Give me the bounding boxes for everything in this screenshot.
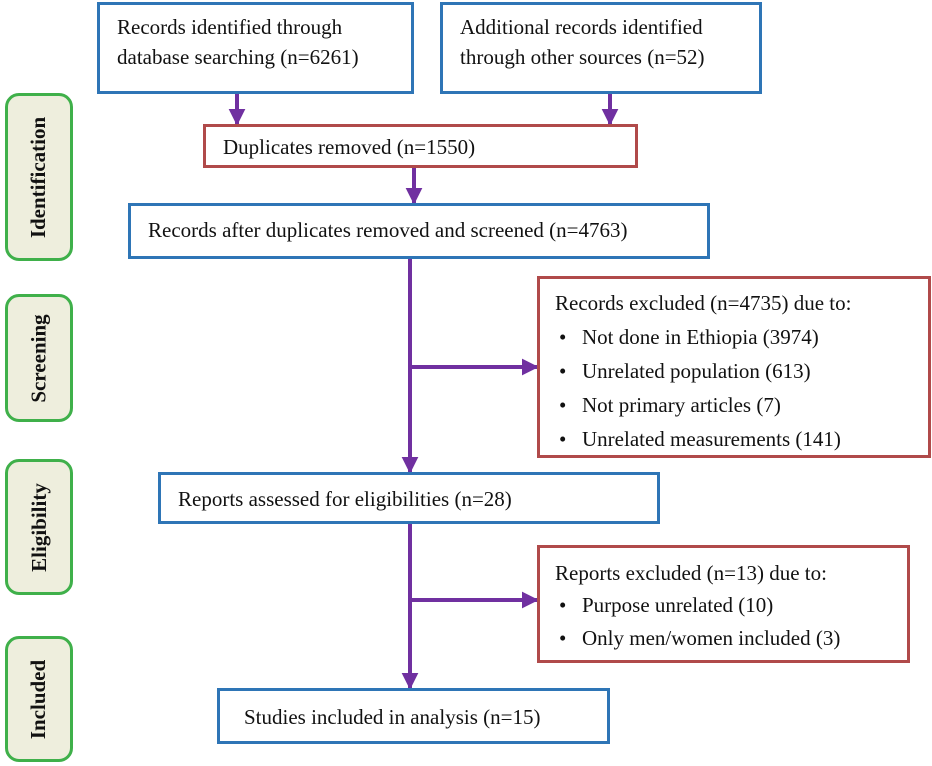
- list-item: Unrelated population (613): [555, 356, 928, 386]
- list-item: Unrelated measurements (141): [555, 424, 928, 454]
- stage-screening: Screening: [5, 294, 73, 422]
- records-excluded-list: Not done in Ethiopia (3974) Unrelated po…: [555, 322, 928, 454]
- list-item: Not done in Ethiopia (3974): [555, 322, 928, 352]
- studies-included-text: Studies included in analysis (n=15): [244, 705, 541, 729]
- box-reports-excluded: Reports excluded (n=13) due to: Purpose …: [537, 545, 910, 663]
- reports-excluded-title: Reports excluded (n=13) due to:: [555, 561, 827, 585]
- box-studies-included: Studies included in analysis (n=15): [217, 688, 610, 744]
- box-records-after-duplicates: Records after duplicates removed and scr…: [128, 203, 710, 259]
- list-item: Only men/women included (3): [555, 623, 907, 653]
- list-item: Not primary articles (7): [555, 390, 928, 420]
- stage-identification: Identification: [5, 93, 73, 261]
- reports-assessed-text: Reports assessed for eligibilities (n=28…: [178, 487, 512, 511]
- box-other-sources: Additional records identified through ot…: [440, 2, 762, 94]
- reports-excluded-list: Purpose unrelated (10) Only men/women in…: [555, 590, 907, 653]
- database-search-line2: database searching (n=6261): [117, 45, 359, 69]
- other-sources-line2: through other sources (n=52): [460, 45, 705, 69]
- duplicates-removed-text: Duplicates removed (n=1550): [223, 135, 476, 159]
- box-records-excluded: Records excluded (n=4735) due to: Not do…: [537, 276, 931, 458]
- other-sources-line1: Additional records identified: [460, 15, 703, 39]
- box-database-search: Records identified through database sear…: [97, 2, 414, 94]
- stage-eligibility: Eligibility: [5, 459, 73, 595]
- box-duplicates-removed: Duplicates removed (n=1550): [203, 124, 638, 168]
- list-item: Purpose unrelated (10): [555, 590, 907, 620]
- records-excluded-title: Records excluded (n=4735) due to:: [555, 291, 852, 315]
- records-after-duplicates-text: Records after duplicates removed and scr…: [148, 218, 628, 242]
- database-search-line1: Records identified through: [117, 15, 343, 39]
- box-reports-assessed: Reports assessed for eligibilities (n=28…: [158, 472, 660, 524]
- stage-included: Included: [5, 636, 73, 762]
